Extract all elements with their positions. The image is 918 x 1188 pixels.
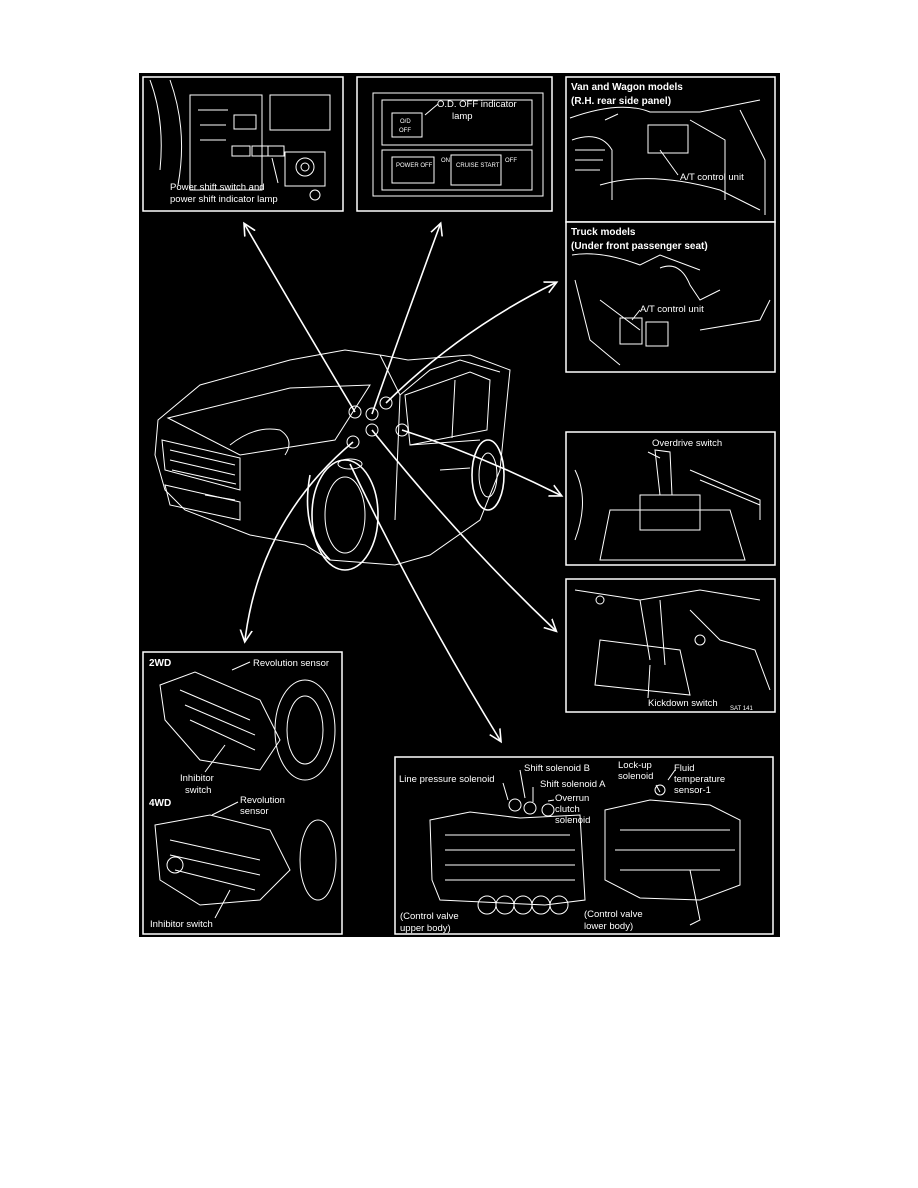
- van-wagon-panel: Van and Wagon models (R.H. rear side pan…: [565, 76, 776, 223]
- overrun-3: solenoid: [555, 815, 590, 826]
- fluid-3: sensor-1: [674, 785, 711, 796]
- transmission-panel: 2WD Revolution sensor Inhibitor switch 4…: [142, 651, 343, 935]
- upper-body-2: upper body): [400, 923, 451, 934]
- od-lamp-text-2: OFF: [399, 128, 411, 134]
- dash-panel: Power shift switch and power shift indic…: [142, 76, 344, 212]
- overrun-1: Overrun: [555, 793, 589, 804]
- kickdown-panel: Kickdown switch SAT 141: [565, 578, 776, 713]
- van-title-2: (R.H. rear side panel): [571, 96, 671, 107]
- inhibitor-2wd-1: Inhibitor: [180, 773, 214, 784]
- fluid-1: Fluid: [674, 763, 695, 774]
- inhibitor-2wd-2: switch: [185, 785, 211, 796]
- truck-control-unit-label: A/T control unit: [640, 304, 704, 315]
- truck-title-2: (Under front passenger seat): [571, 241, 708, 252]
- two-wd-label: 2WD: [149, 658, 171, 669]
- leader-arrows: [245, 225, 560, 740]
- revolution-sensor-2wd: Revolution sensor: [253, 658, 329, 669]
- power-switch-text: POWER OFF: [396, 163, 433, 169]
- control-valve-panel: Shift solenoid B Line pressure solenoid …: [394, 756, 774, 935]
- cruise-switch-text: CRUISE START: [456, 163, 500, 169]
- shift-solenoid-a: Shift solenoid A: [540, 779, 606, 790]
- lockup-2: solenoid: [618, 771, 653, 782]
- upper-body-1: (Control valve: [400, 911, 459, 922]
- power-switch: [391, 156, 435, 184]
- switch-on-text: ON: [441, 158, 450, 164]
- shift-solenoid-b: Shift solenoid B: [524, 763, 590, 774]
- vehicle-illustration: [154, 349, 511, 571]
- cruise-switch: [450, 154, 502, 186]
- revolution-sensor-4wd-1: Revolution: [240, 795, 285, 806]
- overrun-2: clutch: [555, 804, 580, 815]
- overdrive-label: Overdrive switch: [652, 438, 722, 449]
- fluid-2: temperature: [674, 774, 725, 785]
- kickdown-code: SAT 141: [730, 706, 753, 712]
- lower-body-1: (Control valve: [584, 909, 643, 920]
- revolution-sensor-4wd-2: sensor: [240, 806, 269, 817]
- inhibitor-4wd: Inhibitor switch: [150, 919, 213, 930]
- lower-body-2: lower body): [584, 921, 633, 932]
- od-lamp-text-1: O/D: [400, 119, 411, 125]
- kickdown-label: Kickdown switch: [648, 698, 718, 709]
- power-shift-label-1: Power shift switch and: [170, 182, 265, 193]
- van-title-1: Van and Wagon models: [571, 82, 683, 93]
- truck-panel: Truck models (Under front passenger seat…: [565, 221, 776, 373]
- switch-off-text: OFF: [505, 158, 517, 164]
- four-wd-label: 4WD: [149, 798, 171, 809]
- truck-title-1: Truck models: [571, 227, 636, 238]
- overdrive-panel: Overdrive switch: [565, 431, 776, 566]
- od-off-label-2: lamp: [452, 111, 473, 122]
- line-pressure-solenoid: Line pressure solenoid: [399, 774, 495, 785]
- van-control-unit-label: A/T control unit: [680, 172, 744, 183]
- od-off-label-1: O.D. OFF indicator: [437, 99, 517, 110]
- od-off-panel: O/D OFF POWER OFF ON CRUISE START OFF O.…: [356, 76, 553, 212]
- od-off-lamp: [391, 112, 423, 138]
- lockup-1: Lock-up: [618, 760, 652, 771]
- power-shift-label-2: power shift indicator lamp: [170, 194, 278, 205]
